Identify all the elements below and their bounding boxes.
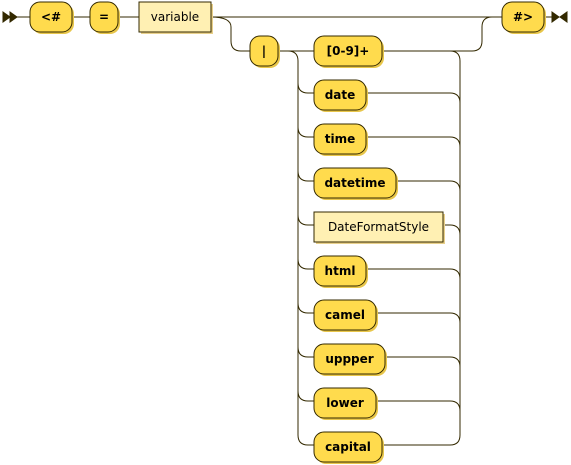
terminal-lower-label: lower <box>326 396 364 410</box>
terminal-lower-box <box>313 387 377 419</box>
terminal-symbol-box <box>89 1 119 33</box>
nonterminal-variable-label: variable <box>151 10 199 24</box>
terminal-symbol-box <box>29 1 73 33</box>
terminal-symbol-box <box>249 35 279 67</box>
terminal-0-9: [0-9]+ <box>313 35 384 68</box>
terminal-uppper: uppper <box>313 343 387 376</box>
terminal-date-label: date <box>325 88 356 102</box>
terminal-uppper-box <box>313 343 386 375</box>
terminal-time: time <box>313 123 368 156</box>
start-marker <box>2 11 18 23</box>
terminal-uppper-label: uppper <box>325 352 373 366</box>
terminal-capital: capital <box>313 431 384 464</box>
terminal-symbol-label: | <box>262 44 266 58</box>
terminal-datetime: datetime <box>313 167 398 200</box>
terminal-capital-label: capital <box>325 440 371 454</box>
terminal-html-label: html <box>325 264 356 278</box>
terminal-symbol-label: = <box>99 10 109 24</box>
nonterminal-variable: variable <box>138 1 213 34</box>
terminal-date-box <box>313 79 367 111</box>
terminal-lower: lower <box>313 387 378 420</box>
terminal-symbol-label: <# <box>41 10 61 24</box>
terminal-camel-box <box>313 299 377 331</box>
end-marker <box>551 11 568 23</box>
terminal-time-label: time <box>325 132 356 146</box>
nonterminal-dateformatstyle-box <box>313 211 444 243</box>
terminal-symbol-box <box>501 1 545 33</box>
nonterminal-variable-box <box>138 1 212 33</box>
terminal-html: html <box>313 255 368 288</box>
terminal-camel-label: camel <box>325 308 365 322</box>
diagram-lines <box>2 11 568 446</box>
terminal-date: date <box>313 79 368 112</box>
terminal-capital-box <box>313 431 383 463</box>
terminal-html-box <box>313 255 367 287</box>
terminal-symbol: | <box>249 35 280 68</box>
terminal-symbol-label: #> <box>513 10 533 24</box>
terminal-symbol: = <box>89 1 120 34</box>
terminal-0-9-box <box>313 35 383 67</box>
diagram-nodes: <#=variable#>|[0-9]+datetimedatetimeDate… <box>29 1 546 464</box>
terminal-0-9-label: [0-9]+ <box>327 44 370 58</box>
terminal-datetime-box <box>313 167 397 199</box>
terminal-symbol: <# <box>29 1 74 34</box>
terminal-datetime-label: datetime <box>324 176 385 190</box>
terminal-camel: camel <box>313 299 378 332</box>
terminal-time-box <box>313 123 367 155</box>
nonterminal-dateformatstyle: DateFormatStyle <box>313 211 445 244</box>
terminal-symbol: #> <box>501 1 546 34</box>
nonterminal-dateformatstyle-label: DateFormatStyle <box>328 220 429 234</box>
